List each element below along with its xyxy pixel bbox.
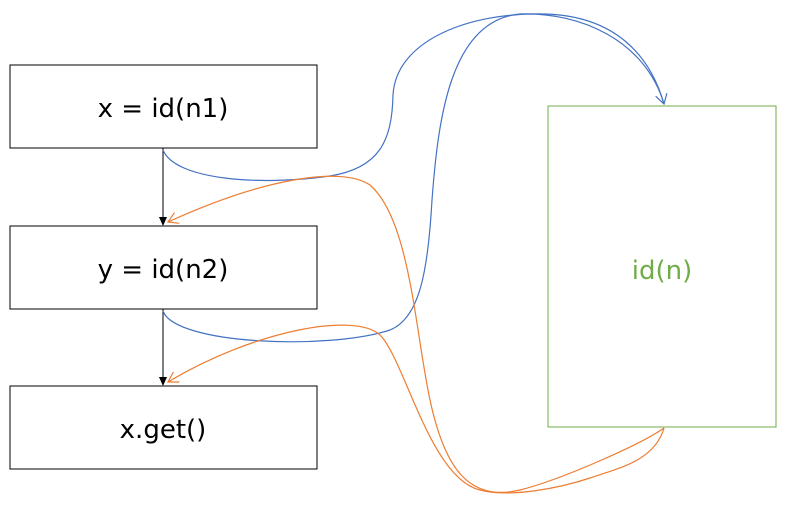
box-x-assign-label: x = id(n1)	[98, 94, 229, 124]
box-x-get	[9, 385, 318, 470]
box-x-get-label: x.get()	[120, 415, 207, 445]
box-id-function-label: id(n)	[632, 256, 693, 286]
call-arrow-from-y	[162, 13, 665, 343]
box-id-function	[547, 105, 777, 428]
box-y-assign	[9, 225, 318, 310]
return-arrow-to-get	[168, 324, 665, 494]
box-y-assign-label: y = id(n2)	[98, 255, 229, 285]
return-arrow-to-y	[168, 175, 665, 494]
box-x-assign	[9, 64, 318, 149]
call-arrow-from-x	[162, 13, 664, 182]
